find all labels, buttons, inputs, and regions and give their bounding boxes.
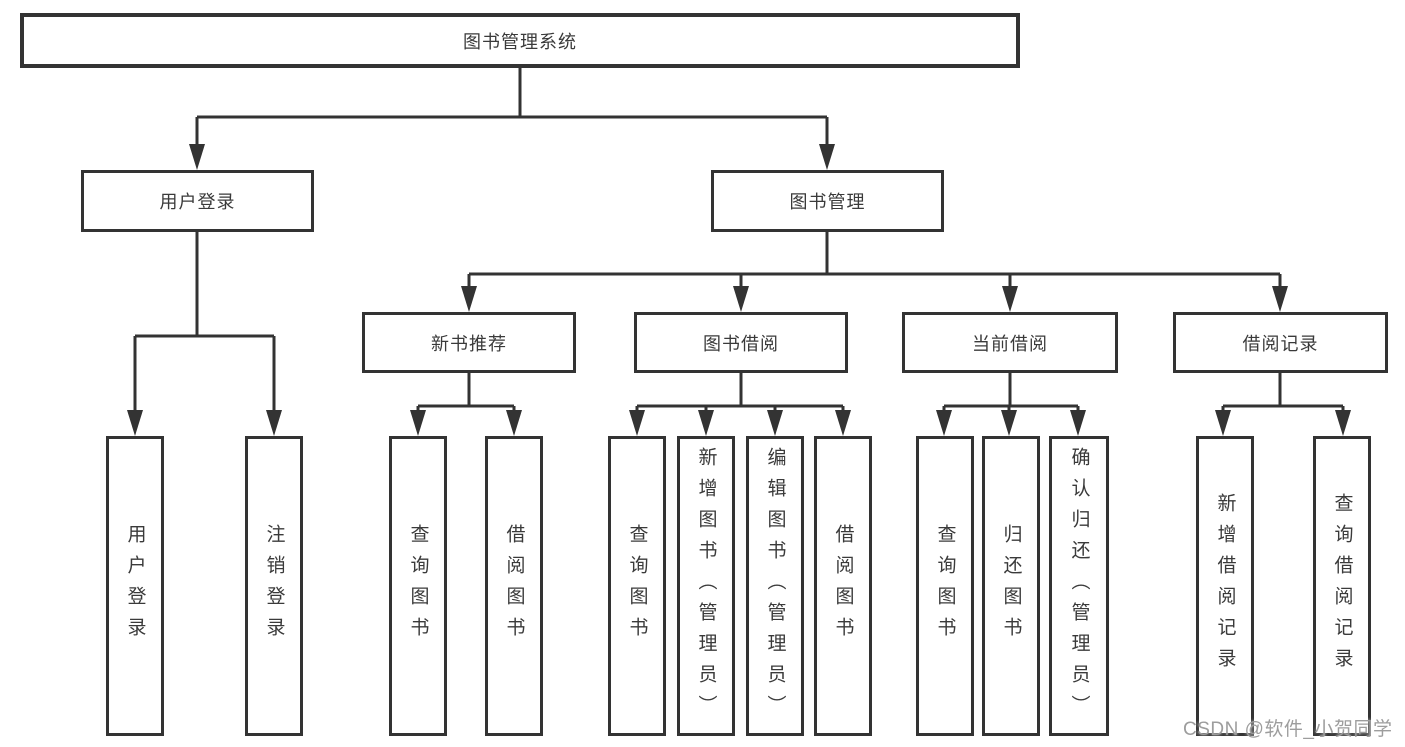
node-borrowing-records: 借阅记录 [1173,312,1388,373]
node-user-login-action: 用户登录 [106,436,164,736]
node-query-borrow-record: 查询借阅记录 [1313,436,1371,736]
node-query-books-current: 查询图书 [916,436,974,736]
node-confirm-return-admin-label: 确认归还（管理员） [1068,446,1090,726]
node-borrow-books-recommend-label: 借阅图书 [503,524,525,648]
node-add-books-admin: 新增图书（管理员） [677,436,735,736]
node-query-books-recommend-label: 查询图书 [407,524,429,648]
node-confirm-return-admin: 确认归还（管理员） [1049,436,1109,736]
node-edit-books-admin-label: 编辑图书（管理员） [764,446,786,726]
node-root-label: 图书管理系统 [463,31,577,52]
node-book-management: 图书管理 [711,170,944,232]
node-add-borrow-record-label: 新增借阅记录 [1214,493,1236,679]
node-book-borrowing-label: 图书借阅 [703,333,779,354]
node-add-books-admin-label: 新增图书（管理员） [695,446,717,726]
node-new-book-recommendation: 新书推荐 [362,312,576,373]
node-edit-books-admin: 编辑图书（管理员） [746,436,804,736]
node-query-books-current-label: 查询图书 [934,524,956,648]
node-user-login: 用户登录 [81,170,314,232]
node-query-borrow-record-label: 查询借阅记录 [1331,493,1353,679]
node-borrow-books-label: 借阅图书 [832,524,854,648]
node-new-book-recommendation-label: 新书推荐 [431,333,507,354]
node-query-books-borrowing: 查询图书 [608,436,666,736]
node-user-login-action-label: 用户登录 [124,524,146,648]
node-query-books-borrowing-label: 查询图书 [626,524,648,648]
node-book-borrowing: 图书借阅 [634,312,848,373]
node-current-borrowing-label: 当前借阅 [972,333,1048,354]
node-user-login-label: 用户登录 [159,192,236,212]
node-add-borrow-record: 新增借阅记录 [1196,436,1254,736]
node-root: 图书管理系统 [20,13,1020,68]
node-borrow-books-recommend: 借阅图书 [485,436,543,736]
node-book-management-label: 图书管理 [789,192,866,212]
node-return-books: 归还图书 [982,436,1040,736]
node-borrow-books: 借阅图书 [814,436,872,736]
node-borrowing-records-label: 借阅记录 [1242,333,1319,354]
csdn-watermark: CSDN @软件_小贺同学 [1183,719,1393,740]
node-logout-action-label: 注销登录 [263,524,285,648]
node-current-borrowing: 当前借阅 [902,312,1118,373]
node-query-books-recommend: 查询图书 [389,436,447,736]
node-logout-action: 注销登录 [245,436,303,736]
node-return-books-label: 归还图书 [1000,524,1022,648]
